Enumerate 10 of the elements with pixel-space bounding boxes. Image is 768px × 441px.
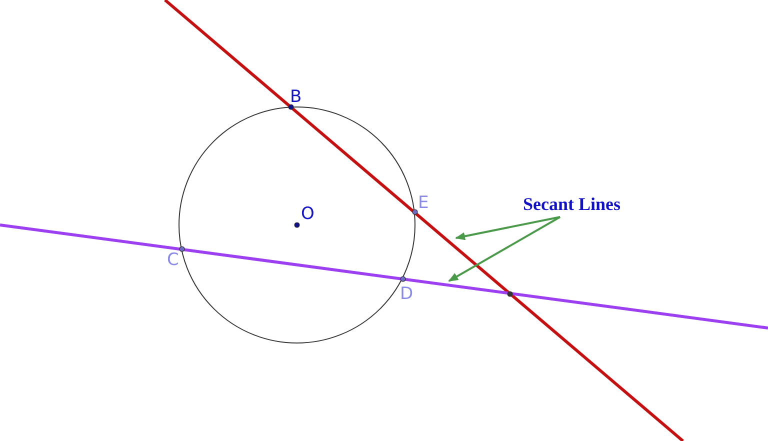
secant-line bbox=[164, 0, 684, 441]
point-label: B bbox=[290, 89, 302, 106]
point-label: E bbox=[418, 195, 429, 212]
point-label: C bbox=[167, 252, 179, 269]
point-label: D bbox=[400, 286, 414, 303]
point-label: O bbox=[301, 206, 314, 223]
leader-arrow bbox=[448, 216, 561, 282]
secant-line bbox=[0, 224, 768, 330]
annotation-text: Secant Lines bbox=[523, 195, 621, 213]
leader-arrow bbox=[455, 216, 560, 240]
